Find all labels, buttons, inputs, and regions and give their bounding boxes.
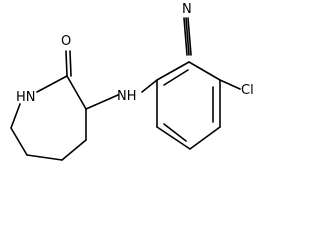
nitrile-bond-2 <box>187 17 192 56</box>
c-cl-bond <box>219 79 241 90</box>
nh-ch-bond <box>85 94 119 110</box>
structure-canvas: N O HN NH Cl <box>10 2 254 161</box>
amine-nh-label: NH <box>117 89 137 104</box>
carbonyl-bond-1 <box>65 50 68 77</box>
nitrile-n-label: N <box>182 2 192 17</box>
lactam-nh-label: HN <box>16 90 36 105</box>
azepane-bond-4 <box>10 127 28 156</box>
chlorine-label: Cl <box>241 83 254 98</box>
chemical-structure-diagram: N O HN NH Cl <box>10 2 254 161</box>
ring-bond-c3-c4 <box>189 126 221 150</box>
ring-bond-c6-c1 <box>156 61 190 81</box>
ring-nh-bond <box>141 79 158 93</box>
azepane-bond-5 <box>26 154 63 161</box>
azepane-bond-1 <box>66 75 87 110</box>
oxygen-label: O <box>61 34 71 49</box>
azepane-bond-2 <box>36 75 68 93</box>
ring-double-inner-2 <box>163 123 187 142</box>
nitrile-bond-3 <box>185 17 190 56</box>
nitrile-bond-1 <box>183 17 188 56</box>
azepane-bond-6 <box>61 139 87 161</box>
ring-double-inner-3 <box>163 69 189 86</box>
ring-bond-c1-c2 <box>188 61 221 81</box>
azepane-bond-3 <box>10 103 21 129</box>
carbonyl-bond-2 <box>69 50 72 77</box>
ring-bond-c4-c5 <box>156 126 191 150</box>
